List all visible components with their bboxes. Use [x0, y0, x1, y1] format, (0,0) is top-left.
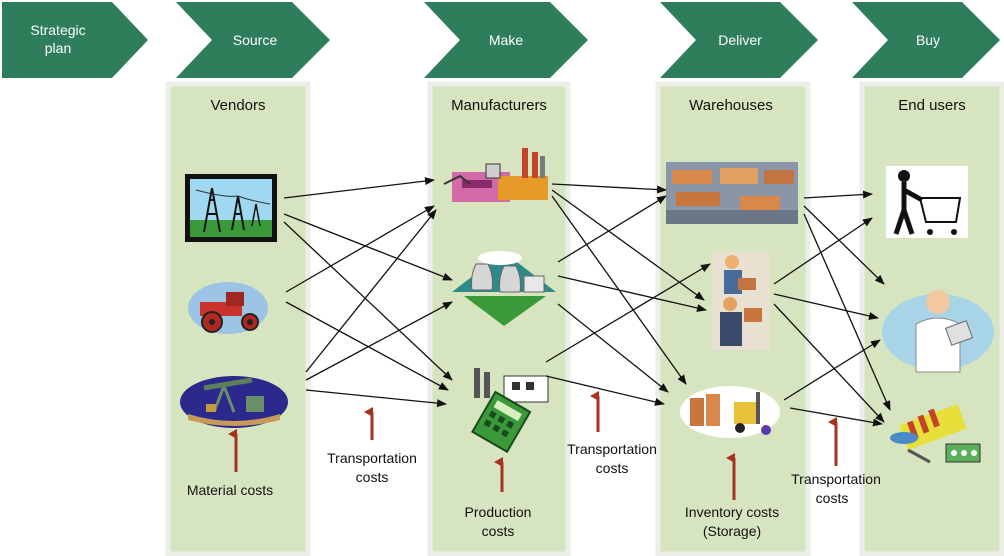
flow-arrow [283, 213, 453, 281]
chevron-strategic-plan-label-2: plan [45, 40, 71, 56]
flow-arrow [551, 183, 667, 194]
flow-arrow [773, 293, 879, 320]
vendors-title: Vendors [210, 97, 265, 114]
flow-arrow [803, 205, 885, 285]
flow-arrow [305, 209, 437, 373]
warehouses-title: Warehouses [689, 97, 773, 114]
production-costs-line-2: costs [482, 523, 515, 539]
chevron-make-label: Make [489, 32, 523, 48]
flow-arrow [285, 301, 449, 391]
flow-arrow [557, 275, 707, 312]
chevron-strategic-plan: Strategic plan [2, 2, 148, 78]
flow-arrow [803, 213, 891, 411]
transport-costs-3-line-1: Transportation [791, 471, 881, 487]
stage-chevrons: Strategic plan Source Make Deliver Buy [2, 2, 1000, 78]
factory-calculator-icon [471, 368, 549, 454]
shopping-cart-person-icon [886, 166, 968, 238]
chevron-deliver: Deliver [660, 2, 818, 78]
flow-arrow [773, 303, 885, 423]
transport-costs-1-line-1: Transportation [327, 450, 417, 466]
inventory-costs-line-1: Inventory costs [685, 504, 779, 520]
flow-arrow [285, 205, 435, 293]
flow-arrow [557, 303, 669, 393]
power-lines-icon [185, 174, 277, 242]
flow-arrow [783, 339, 881, 401]
flow-arrow [803, 190, 873, 199]
flow-arrow [305, 301, 453, 381]
industrial-factory-icon [443, 148, 548, 202]
power-plant-icon [452, 251, 556, 326]
chevron-buy: Buy [852, 2, 1000, 78]
chevron-strategic-plan-label-1: Strategic [30, 22, 85, 38]
chevron-make: Make [424, 2, 588, 78]
flow-arrow [283, 177, 435, 199]
oil-pump-icon [180, 376, 288, 428]
flow-arrow [283, 221, 453, 381]
chevron-buy-label: Buy [916, 32, 940, 48]
cost-arrows [228, 391, 838, 500]
doctor-icon [882, 290, 994, 373]
warehouse-shelves-icon [666, 162, 798, 224]
forklift-boxes-icon [680, 386, 780, 438]
flow-arrow [557, 195, 667, 263]
chevron-deliver-label: Deliver [718, 32, 762, 48]
chevron-source-label: Source [233, 32, 278, 48]
flow-arrow [545, 263, 711, 363]
flow-arrow [305, 389, 447, 408]
tractor-icon [188, 282, 268, 334]
inventory-costs-line-2: (Storage) [703, 523, 761, 539]
workers-carrying-boxes-icon [712, 252, 770, 350]
chevron-source: Source [176, 2, 330, 78]
medicine-supplies-icon [890, 404, 981, 464]
transport-costs-3-line-2: costs [816, 490, 849, 506]
flow-arrow [789, 407, 883, 427]
end-users-title: End users [898, 97, 966, 114]
manufacturers-title: Manufacturers [451, 97, 547, 114]
transport-costs-2-line-1: Transportation [567, 441, 657, 457]
flow-arrows [283, 177, 891, 427]
production-costs-line-1: Production [465, 504, 532, 520]
flow-arrow [545, 375, 665, 406]
material-costs-label: Material costs [187, 482, 273, 498]
transport-costs-1-line-2: costs [356, 469, 389, 485]
flow-arrow [551, 189, 705, 301]
flow-arrow [773, 217, 873, 285]
transport-costs-2-line-2: costs [596, 460, 629, 476]
